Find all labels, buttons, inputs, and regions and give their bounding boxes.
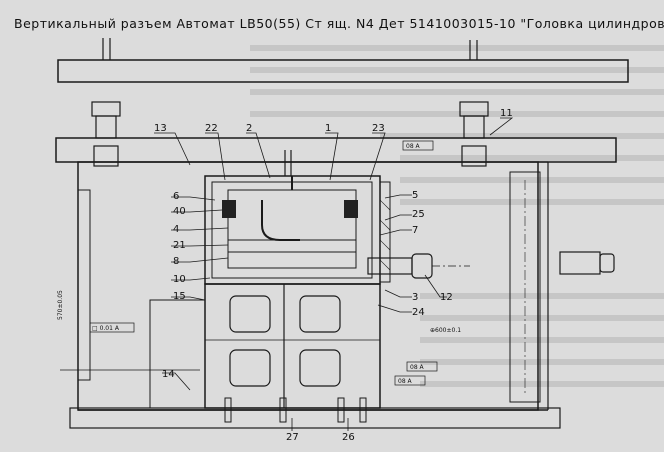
callout-8: 8 <box>173 256 179 267</box>
left-jaw <box>60 189 206 409</box>
frame-tag-right-1: 08 A <box>410 364 425 371</box>
callout-12: 12 <box>440 292 453 303</box>
frame-tag-left: □ 0.01 A <box>92 325 120 332</box>
callout-3: 3 <box>412 292 418 303</box>
frame-tag-top: 08 A <box>406 143 421 150</box>
callout-labels: 13 22 2 1 23 11 6 40 4 21 8 10 15 5 25 7… <box>154 108 513 443</box>
callout-27: 27 <box>286 432 299 443</box>
leader-lines <box>154 117 514 431</box>
callout-14: 14 <box>162 369 175 380</box>
callout-7: 7 <box>412 225 418 236</box>
guide-posts <box>91 38 489 167</box>
callout-24: 24 <box>412 307 425 318</box>
callout-13: 13 <box>154 123 167 134</box>
callout-23: 23 <box>372 123 385 134</box>
callout-10: 10 <box>173 274 186 285</box>
drawing-title: Вертикальный разъем Автомат LB50(55) Ст … <box>14 16 664 31</box>
lower-block <box>204 283 381 423</box>
background-texture <box>250 45 664 387</box>
callout-15: 15 <box>173 291 186 302</box>
callout-4: 4 <box>173 224 179 235</box>
tolerance-frames: 08 A 08 A 08 A □ 0.01 A ⊕600±0.1 570±0.0… <box>57 140 461 386</box>
datum-mark: ⊕600±0.1 <box>430 327 461 334</box>
callout-1: 1 <box>325 123 331 134</box>
dim-left-vertical: 570±0.05 <box>57 290 64 320</box>
callout-5: 5 <box>412 190 418 201</box>
callout-40: 40 <box>173 206 186 217</box>
callout-2: 2 <box>246 123 252 134</box>
side-actuator <box>367 171 615 403</box>
central-assembly <box>204 150 391 285</box>
callout-6: 6 <box>173 191 179 202</box>
frame-tag-right-2: 08 A <box>398 378 413 385</box>
callout-21: 21 <box>173 240 186 251</box>
callout-22: 22 <box>205 123 218 134</box>
callout-11: 11 <box>500 108 513 119</box>
callout-25: 25 <box>412 209 425 220</box>
callout-26: 26 <box>342 432 355 443</box>
